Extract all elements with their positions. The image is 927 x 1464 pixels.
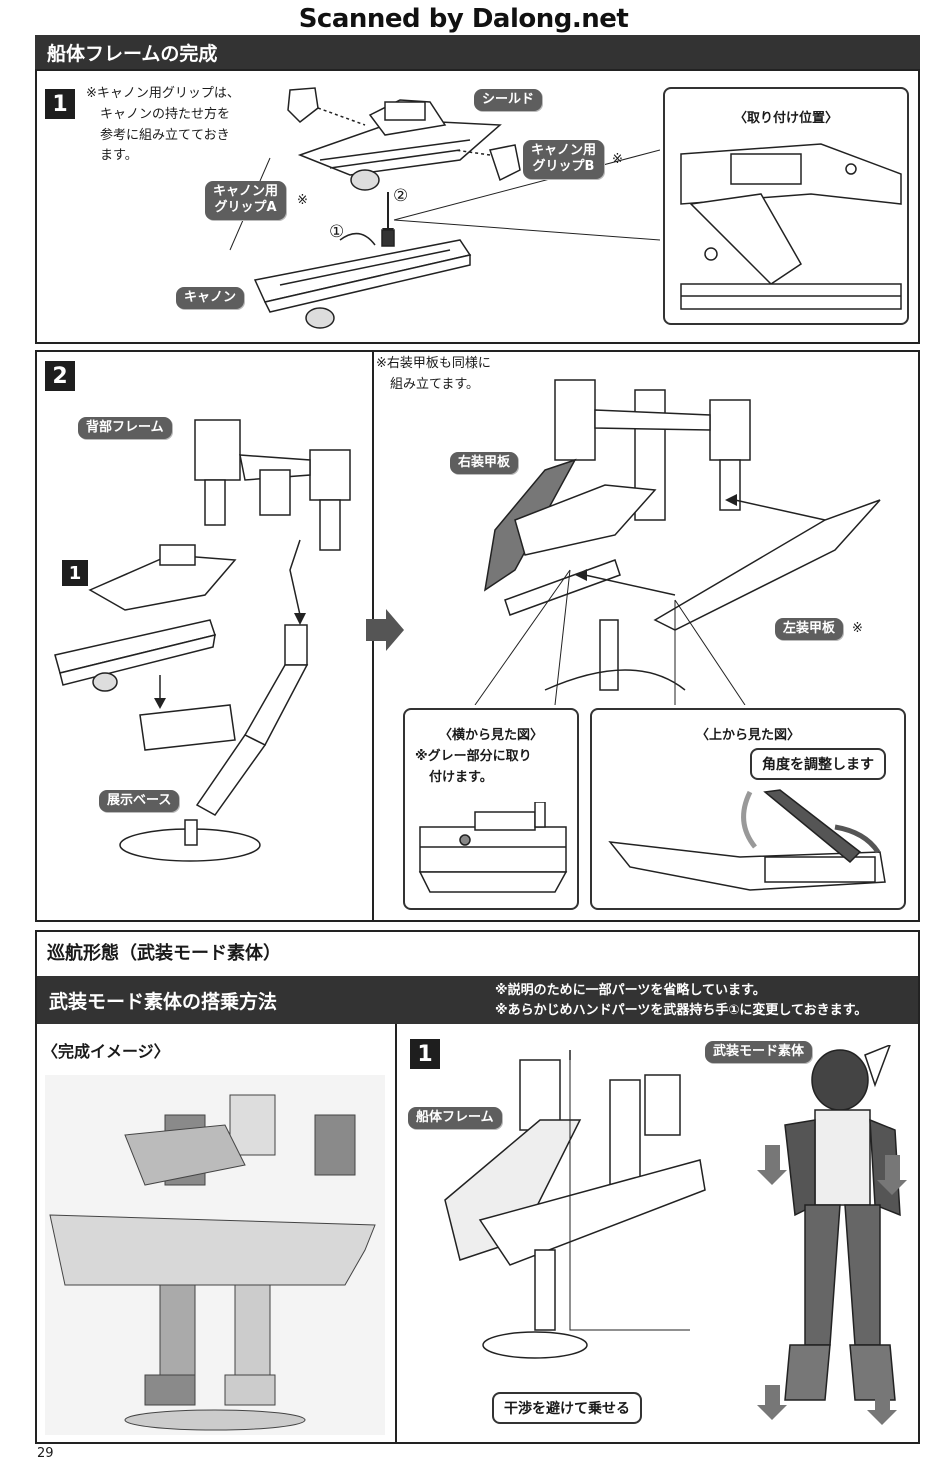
grip-note: ※キャノン用グリップは、 キャノンの持たせ方を 参考に組み立てておき ます。 [86, 84, 276, 167]
label-hull-frame: 船体フレーム [408, 1107, 502, 1130]
display-base-arm-illustration [119, 624, 309, 862]
inset-mounting-position: 〈取り付け位置〉 [663, 87, 909, 325]
label-body: 武装モード素体 [705, 1041, 813, 1064]
order-mark-2: ② [393, 186, 409, 206]
label-back-frame: 背部フレーム [78, 417, 172, 440]
note-line: 参考に組み立てておき [100, 127, 230, 143]
inset-title: 〈上から見た図〉 [695, 728, 800, 743]
label-line: グリップA [214, 200, 277, 216]
next-step-arrow [366, 609, 404, 651]
note-line: ます。 [100, 148, 138, 164]
callout-avoid-interference: 干渉を避けて乗せる [492, 1392, 642, 1424]
label-line: グリップB [532, 159, 595, 175]
shield-illustration [297, 99, 502, 191]
label-right-armor: 右装甲板 [450, 452, 519, 475]
step-number: 1 [45, 89, 75, 119]
section-title-boarding: 武装モード素体の搭乗方法 [37, 976, 918, 1024]
label-grip-b: キャノン用 グリップB [523, 140, 605, 179]
section-title-cruise-mode: 巡航形態（武装モード素体） [37, 932, 918, 972]
label-left-armor: 左装甲板 [775, 618, 844, 641]
cannon-assembly-illustration [229, 87, 660, 329]
asterisk-mark: ※ [612, 152, 623, 167]
boarding-divider [395, 1024, 397, 1444]
hull-frame-boarding-illustration [444, 1050, 706, 1359]
boarding-notes: ※説明のために一部パーツを省略しています。 ※あらかじめハンドパーツを武器持ち手… [495, 981, 867, 1021]
step-1-panel [35, 69, 920, 344]
complete-image-title: 〈完成イメージ〉 [42, 1042, 170, 1061]
note-line: 組み立てます。 [390, 376, 480, 392]
inset-title: 〈取り付け位置〉 [733, 111, 838, 126]
page-number: 29 [37, 1446, 54, 1461]
section-subtitle-text: 武装モード素体の搭乗方法 [49, 990, 278, 1013]
sub-step-number: 1 [62, 560, 88, 586]
label-line: キャノン用 [213, 184, 279, 199]
step-number: 1 [410, 1039, 440, 1069]
armor-attachment-illustration [474, 379, 881, 705]
label-shield: シールド [474, 89, 543, 112]
mounting-detail-illustration [680, 143, 902, 310]
completed-cruise-mode-image [45, 1075, 385, 1435]
note-line: キャノンの持たせ方を [100, 106, 231, 122]
order-mark-1: ① [329, 222, 345, 242]
note-line: 付けます。 [429, 769, 493, 785]
note-line: ※説明のために一部パーツを省略しています。 [495, 983, 766, 998]
section-title-text: 巡航形態（武装モード素体） [47, 943, 281, 964]
inset-title: 〈横から見た図〉 [438, 728, 543, 743]
label-grip-a: キャノン用 グリップA [205, 181, 287, 220]
asterisk-mark: ※ [297, 193, 308, 208]
cannon-illustration [253, 229, 472, 329]
top-view-illustration [608, 789, 886, 891]
section-title-text: 船体フレームの完成 [47, 42, 218, 65]
asterisk-mark: ※ [852, 621, 863, 636]
inset-top-view: 〈上から見た図〉 [590, 708, 906, 910]
right-armor-note: ※右装甲板も同様に 組み立てます。 [376, 354, 491, 396]
inset-side-view: 〈横から見た図〉 ※グレー部分に取り 付けます。 [403, 708, 579, 910]
shield-cannon-illustration [54, 544, 237, 692]
side-view-illustration [418, 802, 568, 893]
armed-mode-body-illustration [757, 1045, 907, 1425]
label-line: キャノン用 [531, 143, 597, 158]
cruise-mode-panel [35, 930, 920, 1444]
frame-base-assembly-illustration [54, 419, 351, 862]
step-2-panel [35, 350, 920, 922]
step-number: 2 [45, 361, 75, 391]
callout-adjust-angle: 角度を調整します [750, 748, 886, 780]
scan-watermark: Scanned by Dalong.net [298, 4, 629, 34]
section-title-hull-frame: 船体フレームの完成 [35, 35, 920, 69]
note-line: ※キャノン用グリップは、 [86, 86, 240, 101]
side-view-note: ※グレー部分に取り 付けます。 [415, 747, 577, 789]
grip-a-part [287, 87, 366, 126]
label-cannon: キャノン [176, 287, 245, 310]
note-line: ※あらかじめハンドパーツを武器持ち手①に変更しておきます。 [495, 1003, 868, 1019]
note-line: ※グレー部分に取り [415, 749, 532, 764]
label-display-base: 展示ベース [99, 790, 180, 813]
note-line: ※右装甲板も同様に [376, 356, 491, 371]
grip-b-part [454, 144, 521, 182]
back-frame-illustration [194, 419, 351, 551]
